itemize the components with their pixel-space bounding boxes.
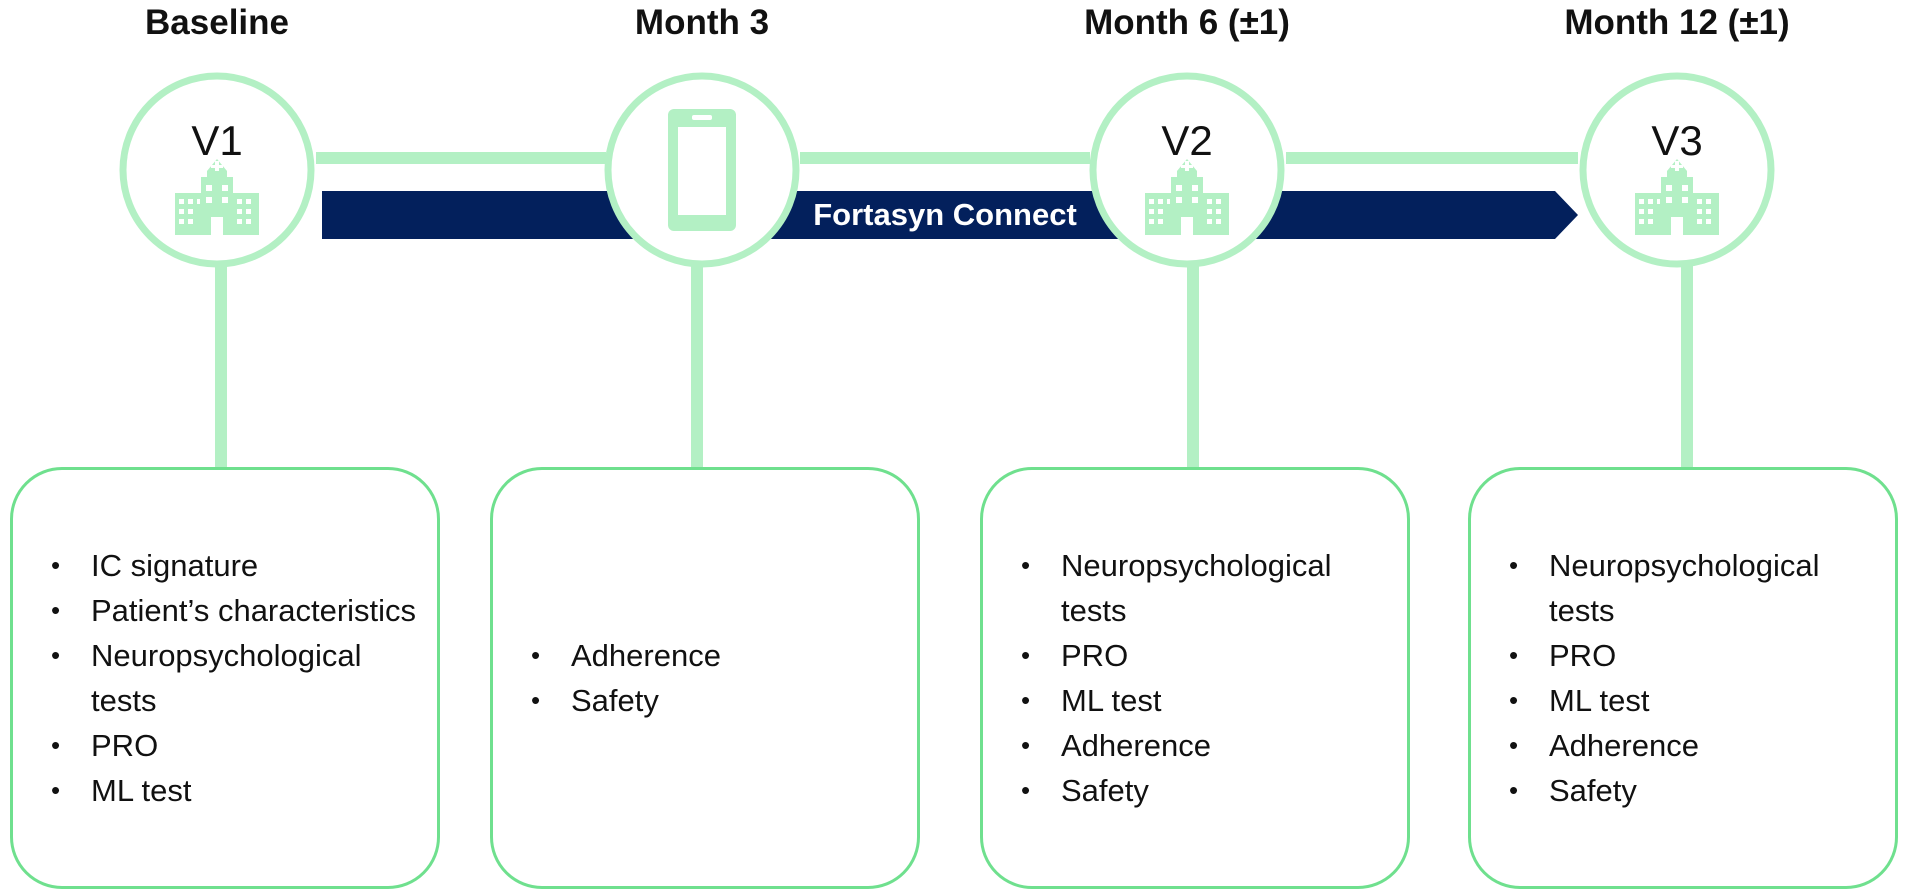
header-month-12: Month 12 (±1) <box>1564 3 1790 42</box>
month12-assessment-box: Neuropsychological tests PRO ML test Adh… <box>1468 467 1898 889</box>
list-item: Patient’s characteristics <box>51 588 417 633</box>
arrow-label: Fortasyn Connect <box>813 197 1077 232</box>
list-item: Neuropsychological tests <box>1021 543 1387 633</box>
month3-assessment-box: Adherence Safety <box>490 467 920 889</box>
visit-label-v1: V1 <box>191 117 243 164</box>
list-item: Adherence <box>1021 723 1387 768</box>
item-list: Neuropsychological tests PRO ML test Adh… <box>1471 543 1895 813</box>
list-item: PRO <box>51 723 417 768</box>
header-month-3: Month 3 <box>634 3 770 42</box>
visit-label-v3: V3 <box>1651 117 1703 164</box>
list-item: IC signature <box>51 543 417 588</box>
item-list: Neuropsychological tests PRO ML test Adh… <box>983 543 1407 813</box>
item-list: IC signature Patient’s characteristics N… <box>13 543 437 813</box>
list-item: Safety <box>531 678 897 723</box>
list-item: ML test <box>1509 678 1875 723</box>
list-item: ML test <box>51 768 417 813</box>
list-item: ML test <box>1021 678 1387 723</box>
header-month-6: Month 6 (±1) <box>1084 3 1290 42</box>
smartphone-icon <box>668 109 736 231</box>
list-item: Adherence <box>531 633 897 678</box>
month6-assessment-box: Neuropsychological tests PRO ML test Adh… <box>980 467 1410 889</box>
list-item: PRO <box>1509 633 1875 678</box>
list-item: PRO <box>1021 633 1387 678</box>
visit-label-v2: V2 <box>1161 117 1213 164</box>
vertical-stems <box>215 256 1693 467</box>
list-item: Safety <box>1509 768 1875 813</box>
list-item: Neuropsychological tests <box>51 633 417 723</box>
item-list: Adherence Safety <box>493 633 917 723</box>
list-item: Adherence <box>1509 723 1875 768</box>
list-item: Safety <box>1021 768 1387 813</box>
header-baseline: Baseline <box>145 3 289 42</box>
baseline-assessment-box: IC signature Patient’s characteristics N… <box>10 467 440 889</box>
list-item: Neuropsychological tests <box>1509 543 1875 633</box>
